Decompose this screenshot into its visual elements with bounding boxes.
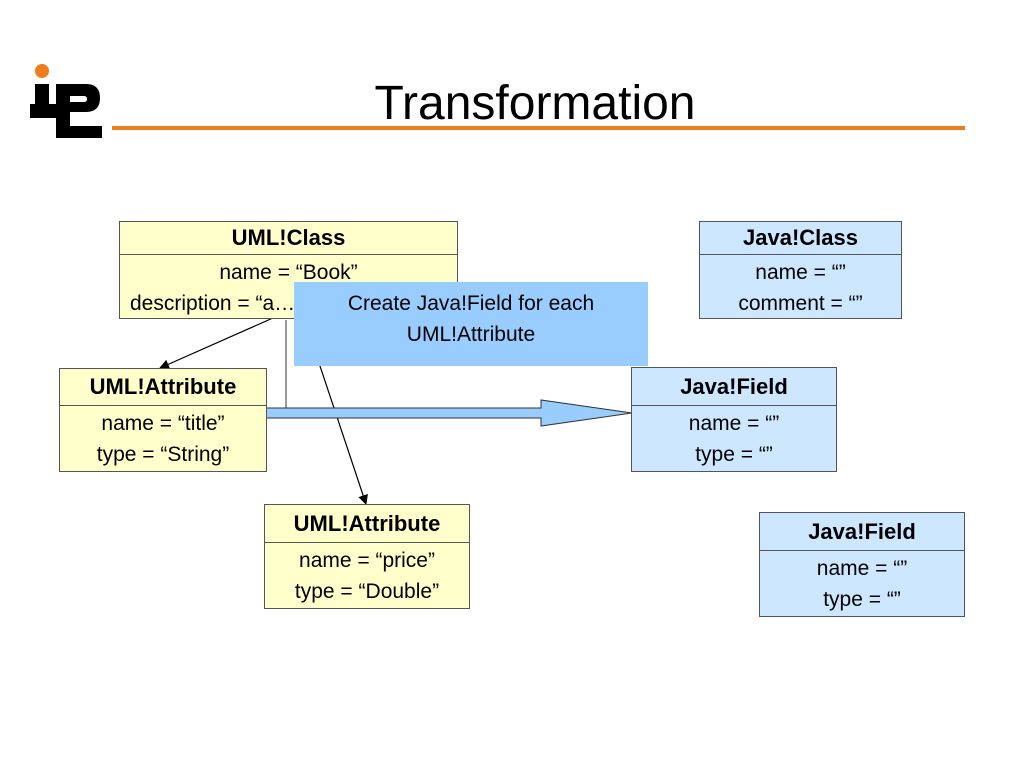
- ipe-logo: [30, 64, 102, 138]
- uml-attribute-price-box: UML!Attribute name = “price” type = “Dou…: [264, 504, 470, 609]
- java-class-name: name = “”: [755, 261, 846, 284]
- java-field-name: name = “”: [816, 557, 908, 580]
- slide-title: Transformation: [374, 77, 696, 130]
- uml-attribute-name: name = “title”: [101, 412, 225, 435]
- uml-attribute-name: name = “price”: [299, 549, 435, 572]
- uml-attribute-type: type = “String”: [96, 443, 230, 466]
- uml-class-description: description = “a…: [130, 292, 296, 315]
- java-field-name: name = “”: [688, 412, 780, 435]
- java-field-header: Java!Field: [632, 368, 836, 406]
- uml-attribute-title-box: UML!Attribute name = “title” type = “Str…: [59, 368, 267, 472]
- java-field-box-2: Java!Field name = “” type = “”: [759, 512, 965, 617]
- uml-attribute-header: UML!Attribute: [60, 369, 266, 406]
- transformation-rule-callout: Create Java!Field for each UML!Attribute: [294, 282, 648, 366]
- java-field-type: type = “”: [823, 588, 901, 611]
- uml-class-name: name = “Book”: [219, 261, 358, 284]
- transform-arrow: [265, 399, 633, 427]
- java-class-header: Java!Class: [700, 222, 901, 255]
- uml-class-header: UML!Class: [120, 222, 457, 255]
- java-class-box: Java!Class name = “” comment = “”: [699, 221, 902, 319]
- java-field-header: Java!Field: [760, 513, 964, 551]
- java-field-box-1: Java!Field name = “” type = “”: [631, 367, 837, 472]
- java-field-type: type = “”: [695, 443, 773, 466]
- uml-attribute-type: type = “Double”: [294, 580, 440, 603]
- java-class-comment: comment = “”: [738, 292, 863, 315]
- callout-line-2: UML!Attribute: [406, 323, 536, 346]
- uml-attribute-header: UML!Attribute: [265, 505, 469, 543]
- title-rule: [112, 126, 965, 130]
- callout-line-1: Create Java!Field for each: [347, 292, 595, 315]
